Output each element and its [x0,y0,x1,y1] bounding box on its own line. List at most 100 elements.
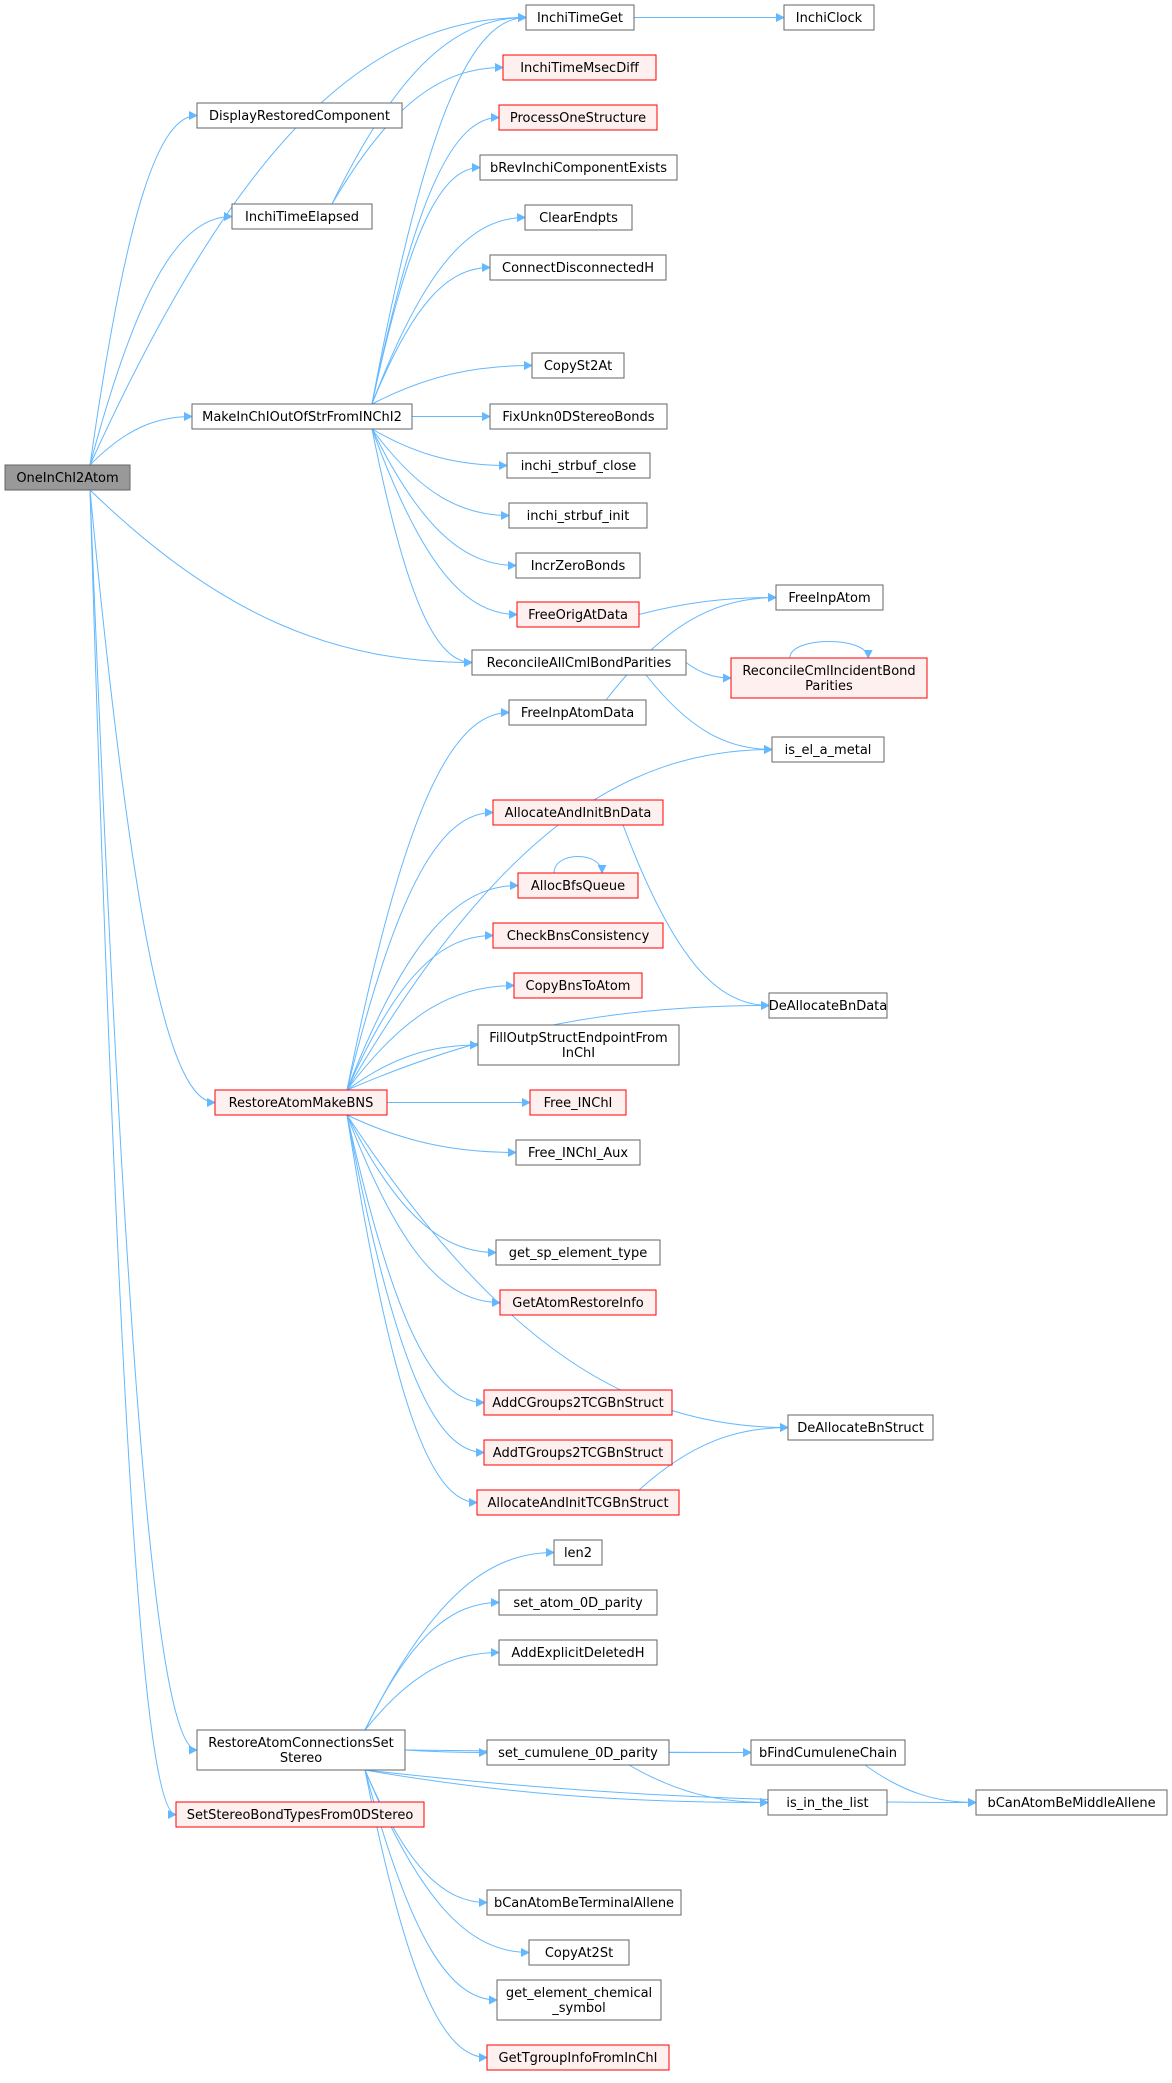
edge-restoreconn-to-addexplicit [364,1648,500,1731]
node-msecdiff[interactable]: InchiTimeMsecDiff [502,54,657,81]
node-restorebns[interactable]: RestoreAtomMakeBNS [214,1089,388,1116]
node-gettgroup[interactable]: GetTgroupInfoFromInChI [486,2044,670,2071]
node-clearendpts[interactable]: ClearEndpts [524,204,633,231]
node-isinlist[interactable]: is_in_the_list [767,1789,888,1816]
node-incrzero[interactable]: IncrZeroBonds [515,552,641,579]
node-box [492,922,664,949]
node-bcanterminal[interactable]: bCanAtomBeTerminalAllene [486,1889,682,1916]
edge-makeinchi-to-clearendpts [371,213,526,405]
node-allocbfs[interactable]: AllocBfsQueue [517,872,639,899]
node-len2[interactable]: len2 [553,1539,603,1566]
node-box [529,1089,627,1116]
node-label: Free_INChI_Aux [528,1146,628,1161]
node-reconcileall[interactable]: ReconcileAllCmlBondParities [471,649,687,676]
edge-allocinittcg-to-deallocbnstruct [638,1423,789,1491]
node-box [975,1789,1168,1816]
node-box [516,601,640,628]
node-box [4,464,131,491]
node-box [498,1639,658,1666]
node-deallocbndata[interactable]: DeAllocateBnData [768,992,888,1019]
node-strbufinit[interactable]: inchi_strbuf_init [508,502,648,529]
node-box [767,1789,888,1816]
node-freeinpatom[interactable]: FreeInpAtom [775,584,884,611]
node-addtgroups[interactable]: AddTGroups2TCGBnStruct [483,1439,673,1466]
node-getelemsym[interactable]: get_element_chemical_symbol [496,1979,662,2021]
node-box [489,254,667,281]
node-getsp[interactable]: get_sp_element_type [495,1239,661,1266]
node-freeinchi[interactable]: Free_INChI [529,1089,627,1116]
edge-restoreconn-to-copyat2st [364,1769,530,1957]
edge-root-to-restorebns [89,489,216,1107]
node-addcgroups[interactable]: AddCGroups2TCGBnStruct [483,1389,673,1416]
node-timeget[interactable]: InchiTimeGet [525,4,635,31]
node-box [531,352,625,379]
node-elapsed[interactable]: InchiTimeElapsed [231,203,373,230]
node-brevinchi[interactable]: bRevInchiComponentExists [479,154,678,181]
node-label: DisplayRestoredComponent [209,109,390,124]
node-setatom0d[interactable]: set_atom_0D_parity [498,1589,658,1616]
node-bcanmiddle[interactable]: bCanAtomBeMiddleAllene [975,1789,1168,1816]
node-box [506,452,651,479]
node-label: bCanAtomBeMiddleAllene [987,1796,1155,1811]
node-strbufclose[interactable]: inchi_strbuf_close [506,452,651,479]
edge-root-to-timeget [89,13,527,466]
node-makeinchi[interactable]: MakeInChIOutOfStrFromINChI2 [191,403,413,430]
node-box [476,1489,680,1516]
node-freeorig[interactable]: FreeOrigAtData [516,601,640,628]
node-deallocbnstruct[interactable]: DeAllocateBnStruct [787,1414,934,1441]
edge-makeinchi-to-brevinchi [371,163,481,405]
node-connectdisc[interactable]: ConnectDisconnectedH [489,254,667,281]
edge-restorebns-to-allocbn [346,808,494,1091]
edge-elapsed-to-timeget [331,13,527,205]
node-label: InchiClock [796,11,863,26]
node-checkbns[interactable]: CheckBnsConsistency [492,922,664,949]
node-label: AddExplicitDeletedH [511,1646,644,1661]
node-box [502,54,657,81]
node-bfindcum[interactable]: bFindCumuleneChain [750,1739,906,1766]
node-copybns[interactable]: CopyBnsToAtom [513,972,643,999]
node-label: CopyBnsToAtom [526,979,631,994]
node-label: AllocBfsQueue [531,879,625,894]
node-label: ReconcileCmlIncidentBond [742,664,915,679]
node-label: Stereo [280,1751,322,1766]
edge-root-to-display [89,111,198,466]
node-box [231,203,373,230]
node-label: bFindCumuleneChain [759,1746,897,1761]
edge-makeinchi-to-freeorig [371,428,518,619]
node-root[interactable]: OneInChI2Atom [4,464,131,491]
node-box [771,736,885,763]
node-label: is_el_a_metal [785,743,872,758]
node-box [486,1889,682,1916]
edge-restorebns-to-filloutp [346,1040,479,1091]
edge-root-to-setstereo [89,489,177,1819]
edge-makeinchi-to-timeget [371,13,527,405]
node-process[interactable]: ProcessOneStructure [498,104,658,131]
edge-restoreconn-to-setatom0d [364,1598,500,1731]
edge-restorebns-to-allocbfs [346,881,519,1091]
node-setstereo[interactable]: SetStereoBondTypesFrom0DStereo [175,1801,425,1828]
node-copyat2st[interactable]: CopyAt2St [528,1939,630,1966]
node-fixunkn[interactable]: FixUnkn0DStereoBonds [489,403,668,430]
node-copyst2at[interactable]: CopySt2At [531,352,625,379]
node-setcumulene[interactable]: set_cumulene_0D_parity [486,1739,670,1766]
node-iselmetal[interactable]: is_el_a_metal [771,736,885,763]
node-label: get_sp_element_type [509,1246,648,1261]
node-box [498,104,658,131]
node-allocinittcg[interactable]: AllocateAndInitTCGBnStruct [476,1489,680,1516]
node-getatomrestore[interactable]: GetAtomRestoreInfo [499,1289,657,1316]
node-box [730,657,928,699]
node-display[interactable]: DisplayRestoredComponent [196,102,403,129]
node-label: set_cumulene_0D_parity [498,1746,658,1761]
node-addexplicit[interactable]: AddExplicitDeletedH [498,1639,658,1666]
node-allocbn[interactable]: AllocateAndInitBnData [492,799,664,826]
node-box [515,1139,641,1166]
node-box [477,1024,680,1066]
node-freeinpatomdata[interactable]: FreeInpAtomData [508,699,647,726]
node-label: CheckBnsConsistency [507,929,650,944]
node-clock[interactable]: InchiClock [783,4,875,31]
node-freeinchiaux[interactable]: Free_INChI_Aux [515,1139,641,1166]
